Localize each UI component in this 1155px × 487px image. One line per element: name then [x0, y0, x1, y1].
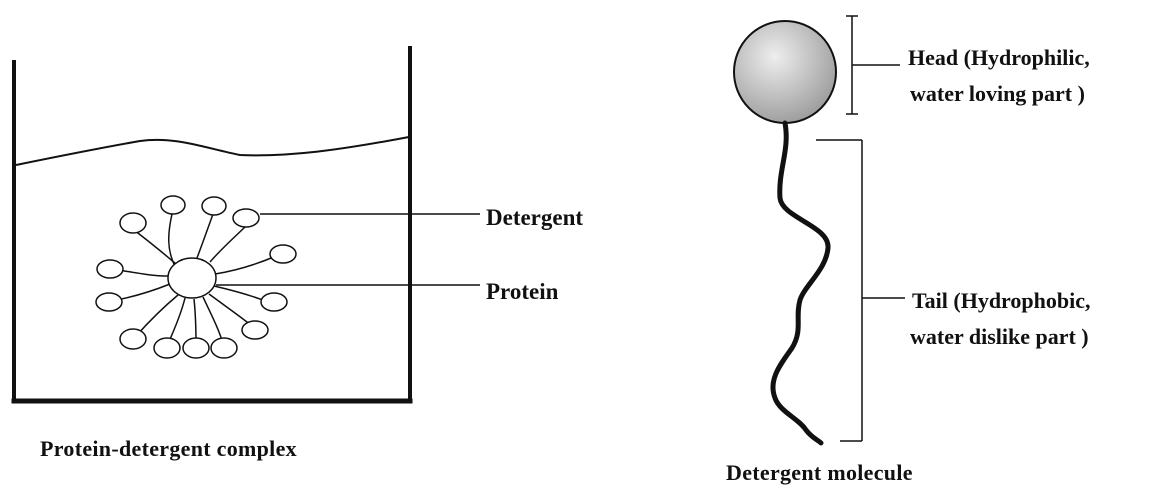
detergent-tail [169, 214, 176, 268]
detergent-tail [214, 286, 268, 302]
detergent-head [242, 321, 268, 339]
detergent-label: Detergent [486, 206, 583, 229]
detergent-head [261, 293, 287, 311]
detergent-head [97, 260, 123, 278]
head-label-line2: water loving part ) [910, 83, 1085, 105]
detergent-head [211, 338, 237, 358]
head-label-line1: Head (Hydrophilic, [908, 47, 1090, 69]
detergent-tail [197, 214, 213, 258]
protein [168, 258, 216, 298]
water-surface [16, 137, 409, 165]
detergent-head [120, 329, 146, 349]
detergent-head [233, 209, 259, 227]
detergent-tail [194, 299, 196, 344]
detergent-head [154, 338, 180, 358]
detergent-tail [168, 298, 185, 344]
detergent-molecule-caption: Detergent molecule [726, 462, 913, 484]
detergent-head [270, 245, 296, 263]
protein-detergent-complex-caption: Protein-detergent complex [40, 438, 297, 460]
head-bracket [846, 16, 900, 114]
molecule-tail [773, 123, 828, 443]
detergent-head [183, 338, 209, 358]
detergent-head [161, 196, 185, 214]
detergent-tail [209, 294, 252, 326]
tail-bracket [816, 140, 905, 441]
protein-label: Protein [486, 280, 558, 303]
detergent-tail [215, 256, 276, 274]
molecule-head [734, 21, 836, 123]
detergent-tail [136, 295, 178, 336]
detergent-tail [203, 297, 223, 344]
tail-label-line2: water dislike part ) [910, 326, 1089, 348]
tail-label-line1: Tail (Hydrophobic, [912, 290, 1091, 312]
detergent-head [120, 213, 146, 233]
detergent-tail [210, 226, 246, 262]
detergent-head [202, 197, 226, 215]
detergent-head [96, 293, 122, 311]
